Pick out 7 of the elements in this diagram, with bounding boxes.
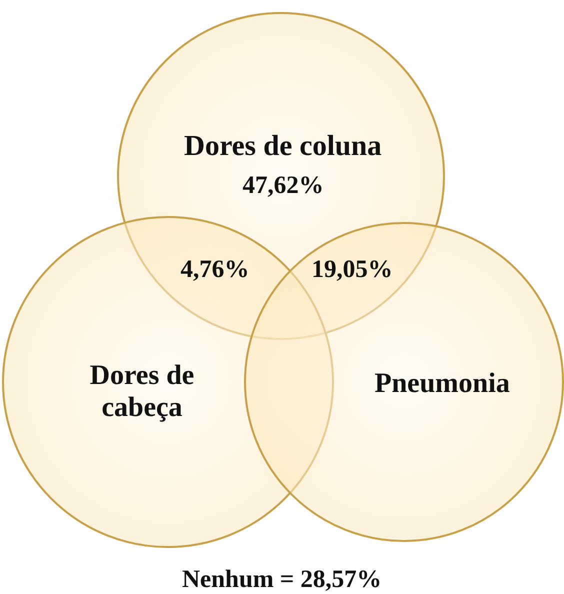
category-label: Dores de cabeça — [88, 360, 196, 424]
percentage-label: 19,05% — [312, 256, 393, 284]
category-label: Dores de coluna — [184, 130, 382, 162]
percentage-label: 47,62% — [242, 172, 324, 200]
percentage-label: 4,76% — [180, 256, 250, 284]
summary-note: Nenhum = 28,57% — [182, 566, 382, 594]
category-label: Pneumonia — [374, 368, 510, 400]
